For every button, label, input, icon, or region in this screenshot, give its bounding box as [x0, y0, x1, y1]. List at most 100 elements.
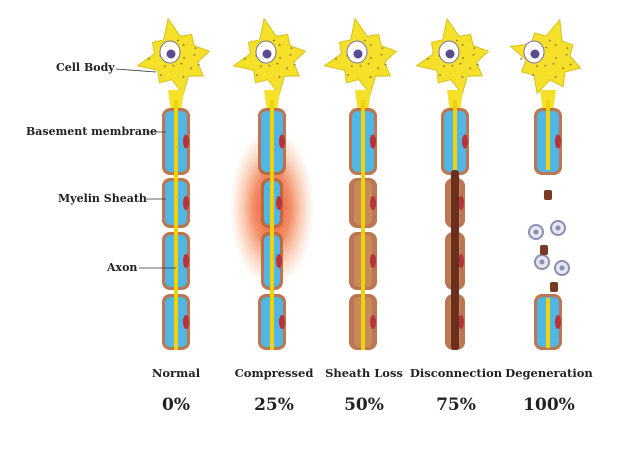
neuron-disconnection [415, 17, 490, 350]
speckle [476, 63, 479, 66]
nucleolus [530, 49, 540, 59]
speckle [532, 74, 534, 76]
debris [540, 245, 548, 255]
schwann-nucleus [370, 134, 376, 149]
speckle [268, 64, 271, 67]
leader-line [115, 68, 157, 73]
speckle [183, 57, 185, 59]
schwann-nucleus [279, 315, 285, 329]
neuron-compressed [230, 17, 314, 350]
label-basement-membrane: Basement membrane [26, 125, 158, 138]
schwann-nucleus [555, 134, 561, 149]
debris [544, 190, 552, 200]
speckle [427, 57, 429, 60]
speckle [367, 62, 370, 65]
stage-percent-sheath-loss: 50% [344, 395, 384, 415]
nucleolus [166, 49, 176, 59]
stage-percent-normal: 0% [162, 395, 190, 415]
stage-name-degeneration: Degeneration [505, 366, 593, 380]
axon [270, 100, 274, 350]
stage-name-compressed: Compressed [234, 366, 314, 380]
axon [453, 100, 457, 170]
speckle [562, 67, 565, 70]
speckle [190, 67, 193, 70]
schwann-nucleus [370, 254, 376, 268]
speckle [554, 44, 557, 46]
debris [550, 282, 558, 292]
neuron-sheath-loss [323, 17, 398, 350]
macrophage-core [559, 265, 565, 271]
label-axon: Axon [107, 261, 138, 274]
speckle [380, 53, 383, 56]
speckle [456, 39, 458, 42]
speckle [160, 74, 162, 76]
speckle [552, 62, 555, 65]
stage-percent-disconnection: 75% [436, 395, 476, 415]
speckle [443, 65, 445, 68]
speckle [565, 53, 568, 56]
schwann-nucleus [458, 254, 464, 268]
speckle [369, 44, 372, 46]
speckle [273, 39, 275, 42]
speckle [260, 65, 262, 68]
speckle [364, 39, 366, 42]
stage-name-sheath-loss: Sheath Loss [325, 366, 403, 380]
speckle [451, 64, 454, 67]
schwann-nucleus [276, 196, 282, 210]
speckle [369, 76, 372, 78]
schwann-nucleus [555, 315, 561, 329]
nucleolus [353, 49, 363, 59]
speckle [347, 74, 349, 76]
speckle [384, 63, 387, 66]
macrophage-core [539, 259, 545, 265]
schwann-nucleus [370, 196, 376, 210]
axon [174, 100, 178, 350]
axon [546, 100, 550, 170]
speckle [182, 76, 185, 78]
speckle [197, 63, 200, 66]
speckle [359, 64, 362, 67]
label-cell-body: Cell Body [56, 61, 115, 74]
speckle [286, 67, 289, 70]
stage-name-disconnection: Disconnection [409, 366, 503, 380]
schwann-nucleus [370, 315, 376, 329]
speckle [278, 76, 281, 78]
speckle [472, 53, 475, 56]
macrophage-core [555, 225, 561, 231]
speckle [289, 53, 292, 56]
nucleolus [445, 49, 455, 59]
schwann-nucleus [458, 315, 464, 329]
speckle [469, 67, 472, 70]
stage-percent-compressed: 25% [254, 395, 294, 415]
axon [361, 100, 365, 350]
schwann-nucleus [276, 254, 282, 268]
schwann-nucleus [462, 134, 468, 149]
speckle [377, 67, 380, 70]
schwann-nucleus [183, 196, 189, 210]
speckle [462, 57, 464, 59]
speckle [461, 76, 464, 78]
schwann-nucleus [458, 196, 464, 210]
stage-name-normal: Normal [151, 366, 201, 380]
speckle [194, 47, 197, 50]
speckle [172, 64, 175, 67]
speckle [554, 76, 557, 78]
schwann-nucleus [183, 134, 189, 149]
speckle [545, 46, 548, 49]
label-myelin-sheath: Myelin Sheath [58, 192, 147, 205]
cell-body [509, 18, 582, 95]
axon-stump [451, 170, 459, 350]
speckle [278, 44, 281, 46]
speckle [370, 57, 372, 59]
speckle [335, 57, 337, 60]
speckle [164, 65, 166, 68]
axon [546, 298, 550, 348]
stage-percent-degeneration: 100% [523, 395, 575, 415]
speckle [148, 57, 150, 60]
schwann-nucleus [279, 134, 285, 149]
speckle [461, 44, 464, 46]
neuron-normal [136, 17, 211, 350]
schwann-nucleus [183, 254, 189, 268]
